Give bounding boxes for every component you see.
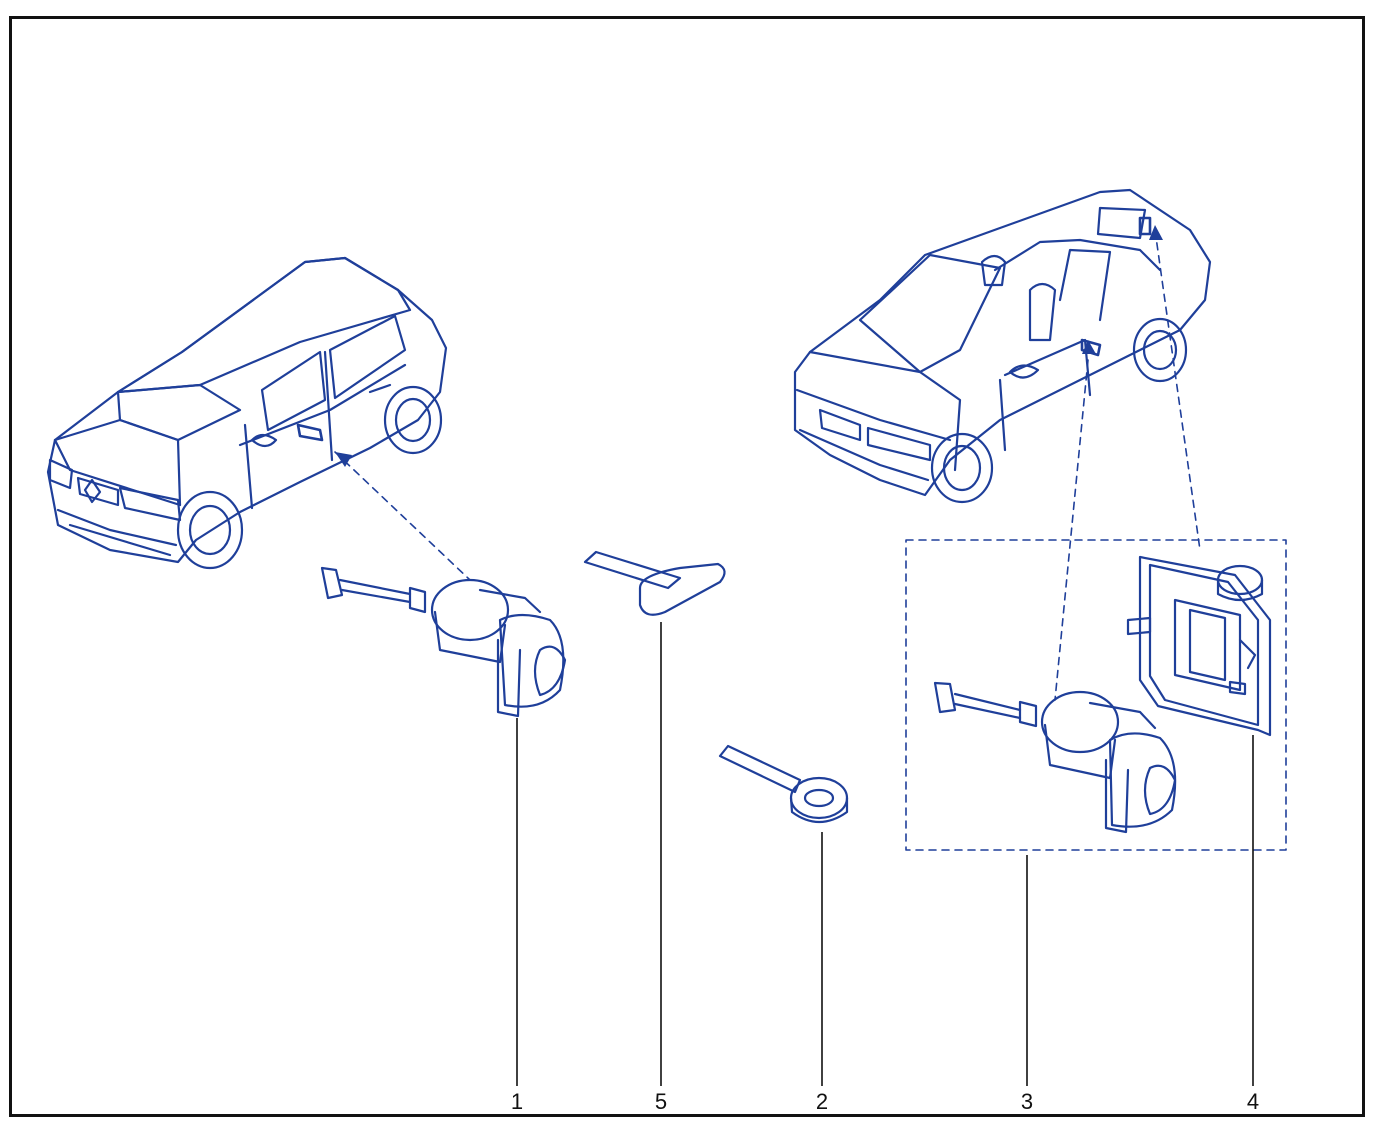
callout-lines [516,622,1254,1086]
leader-lines [334,229,1287,851]
callout-label-5: 5 [654,1089,668,1114]
callout-label-4: 4 [1246,1089,1260,1114]
door-lock-barrel [320,566,567,718]
callout-label-3: 3 [1020,1089,1034,1114]
lock-mounting-plate [1126,555,1272,737]
diagram-frame [9,16,1365,1117]
callout-label-1: 1 [510,1089,524,1114]
key-blank [583,550,726,616]
callout-label-2: 2 [815,1089,829,1114]
key-head-logo [718,744,849,824]
convertible-car-illustration [793,188,1212,504]
hatchback-car-illustration [46,256,448,570]
lock-barrel-convertible [933,681,1177,834]
